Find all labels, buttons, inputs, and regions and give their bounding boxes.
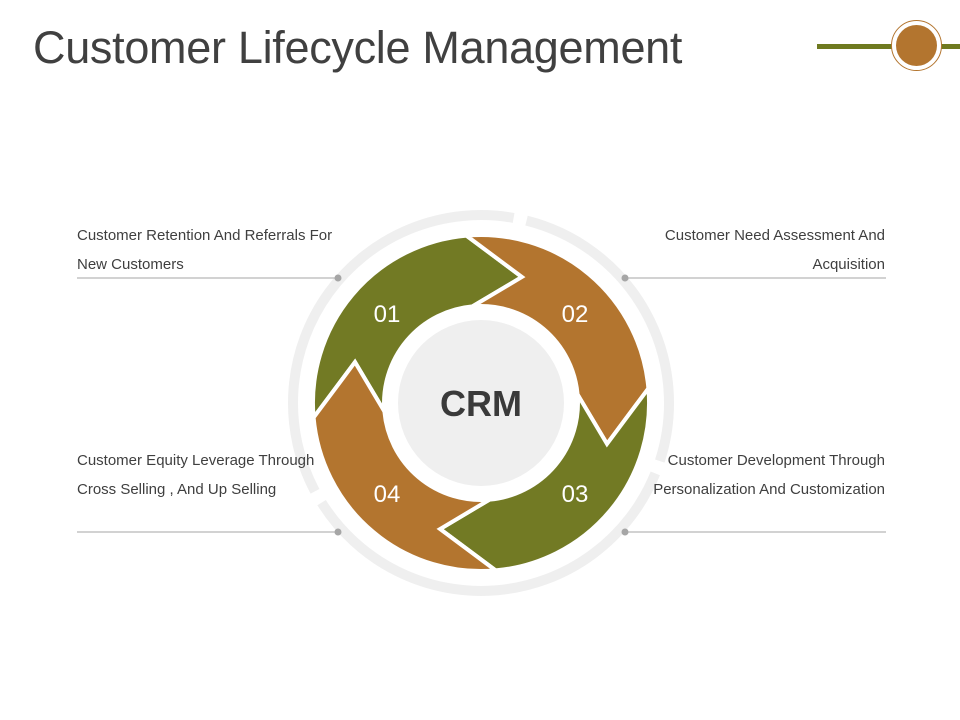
step-number-03: 03 (562, 481, 589, 508)
step-description-01: Customer Retention And Referrals For New… (77, 227, 333, 273)
step-description-02: Customer Need Assessment And Acquisition (664, 227, 885, 273)
step-number-04: 04 (374, 481, 401, 508)
center-disc (398, 320, 564, 486)
leader-dot-01 (334, 274, 342, 282)
title-accent-line (817, 44, 960, 49)
title-accent-dot (896, 25, 937, 66)
leader-dot-02 (621, 274, 629, 282)
page-title: Customer Lifecycle Management (33, 22, 683, 73)
step-number-01: 01 (374, 301, 401, 328)
step-number-02: 02 (562, 301, 589, 328)
leader-dot-04 (334, 528, 342, 536)
outer-ring-arc (288, 210, 515, 494)
center-label: CRM (440, 383, 522, 424)
leader-dot-03 (621, 528, 629, 536)
outer-ring-arc (317, 471, 660, 596)
step-description-03: Customer Development Through Personaliza… (653, 452, 885, 498)
cycle-segment-04 (311, 358, 502, 573)
outer-ring-arc (525, 215, 674, 463)
step-description-04: Customer Equity Leverage Through Cross S… (77, 452, 315, 498)
